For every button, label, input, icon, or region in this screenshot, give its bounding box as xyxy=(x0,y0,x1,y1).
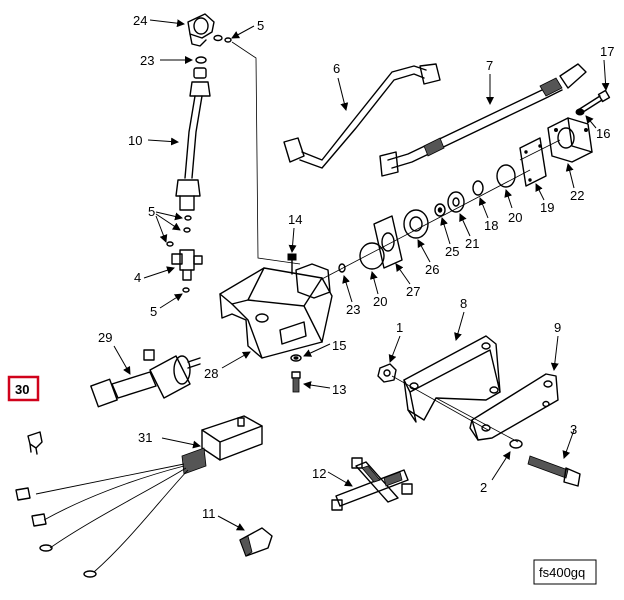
part-3-bolt xyxy=(527,455,581,487)
part-5-orings-middle xyxy=(166,215,192,247)
part-31-wiring-harness xyxy=(15,415,263,578)
figure-id: fs400gq xyxy=(539,565,585,580)
leader-lines xyxy=(113,19,610,531)
part-7-braided-hose xyxy=(379,63,587,177)
part-6-curved-tube xyxy=(283,63,441,169)
part-8-bracket xyxy=(403,335,501,423)
callout-10: 10 xyxy=(128,133,142,148)
part-4-tee-fitting xyxy=(171,249,203,281)
part-13-bolt xyxy=(291,371,301,393)
part-15-washer xyxy=(290,354,302,362)
part-10-tube-assembly xyxy=(175,67,211,211)
callout-5-middle: 5 xyxy=(148,204,155,219)
part-26-bushing xyxy=(403,209,429,239)
callout-30-highlight[interactable]: 30 xyxy=(7,375,40,402)
callout-31: 31 xyxy=(138,430,152,445)
callout-30: 30 xyxy=(15,382,29,397)
callout-21: 21 xyxy=(465,236,479,251)
part-27-flange xyxy=(373,215,403,269)
part-24-elbow-fitting xyxy=(187,13,215,47)
callout-24: 24 xyxy=(133,13,147,28)
part-16-washer xyxy=(575,108,585,116)
part-14-bolt xyxy=(287,253,297,275)
part-29-solenoid xyxy=(90,349,201,408)
part-11-clip xyxy=(239,527,273,557)
alignment-line-2 xyxy=(319,169,531,281)
callout-20-right: 20 xyxy=(508,210,522,225)
part-9-strap xyxy=(469,373,559,441)
callout-2: 2 xyxy=(480,480,487,495)
callout-28: 28 xyxy=(204,366,218,381)
part-2-washer xyxy=(509,439,523,449)
callout-29: 29 xyxy=(98,330,112,345)
callout-23-lower: 23 xyxy=(346,302,360,317)
callout-4: 4 xyxy=(134,270,141,285)
callout-5-top: 5 xyxy=(257,18,264,33)
callout-16: 16 xyxy=(596,126,610,141)
alignment-line-3 xyxy=(519,139,561,161)
part-23-washer-top xyxy=(195,56,207,64)
part-21-bearing xyxy=(447,191,465,213)
callout-1: 1 xyxy=(396,320,403,335)
part-30-fuse xyxy=(27,431,43,455)
part-12-tee-connector xyxy=(331,457,413,511)
callout-20-left: 20 xyxy=(373,294,387,309)
callout-8: 8 xyxy=(460,296,467,311)
callout-23-top: 23 xyxy=(140,53,154,68)
part-20-oring-right xyxy=(496,164,516,188)
part-5-oring-lower xyxy=(182,287,190,293)
callout-25: 25 xyxy=(445,244,459,259)
callout-11: 11 xyxy=(202,506,216,521)
part-25-seal xyxy=(434,203,446,217)
callout-7: 7 xyxy=(486,58,493,73)
callout-6: 6 xyxy=(333,61,340,76)
part-5-orings-top xyxy=(213,34,232,43)
figure-id-box: fs400gq xyxy=(533,559,597,585)
part-20-oring-left xyxy=(359,242,385,270)
callout-14: 14 xyxy=(288,212,302,227)
part-1-nut xyxy=(377,363,397,383)
callout-3: 3 xyxy=(570,422,577,437)
callout-15: 15 xyxy=(332,338,346,353)
callout-5-lower: 5 xyxy=(150,304,157,319)
callout-26: 26 xyxy=(425,262,439,277)
callout-27: 27 xyxy=(406,284,420,299)
callout-19: 19 xyxy=(540,200,554,215)
highlight-box xyxy=(7,375,40,402)
part-23-washer-lower xyxy=(338,263,346,273)
callout-13: 13 xyxy=(332,382,346,397)
part-22-cover-block xyxy=(547,117,593,163)
callout-18: 18 xyxy=(484,218,498,233)
callout-labels: 24 5 23 10 5 4 5 6 7 17 16 22 19 20 18 2… xyxy=(98,13,614,521)
alignment-line-5 xyxy=(435,397,519,443)
callout-22: 22 xyxy=(570,188,584,203)
callout-12: 12 xyxy=(312,466,326,481)
part-28-housing xyxy=(219,263,333,359)
callout-17: 17 xyxy=(600,44,614,59)
alignment-line-4 xyxy=(391,375,489,431)
callout-9: 9 xyxy=(554,320,561,335)
alignment-line-1 xyxy=(231,41,301,265)
part-18-washer xyxy=(472,180,484,196)
part-19-gasket xyxy=(519,137,547,187)
